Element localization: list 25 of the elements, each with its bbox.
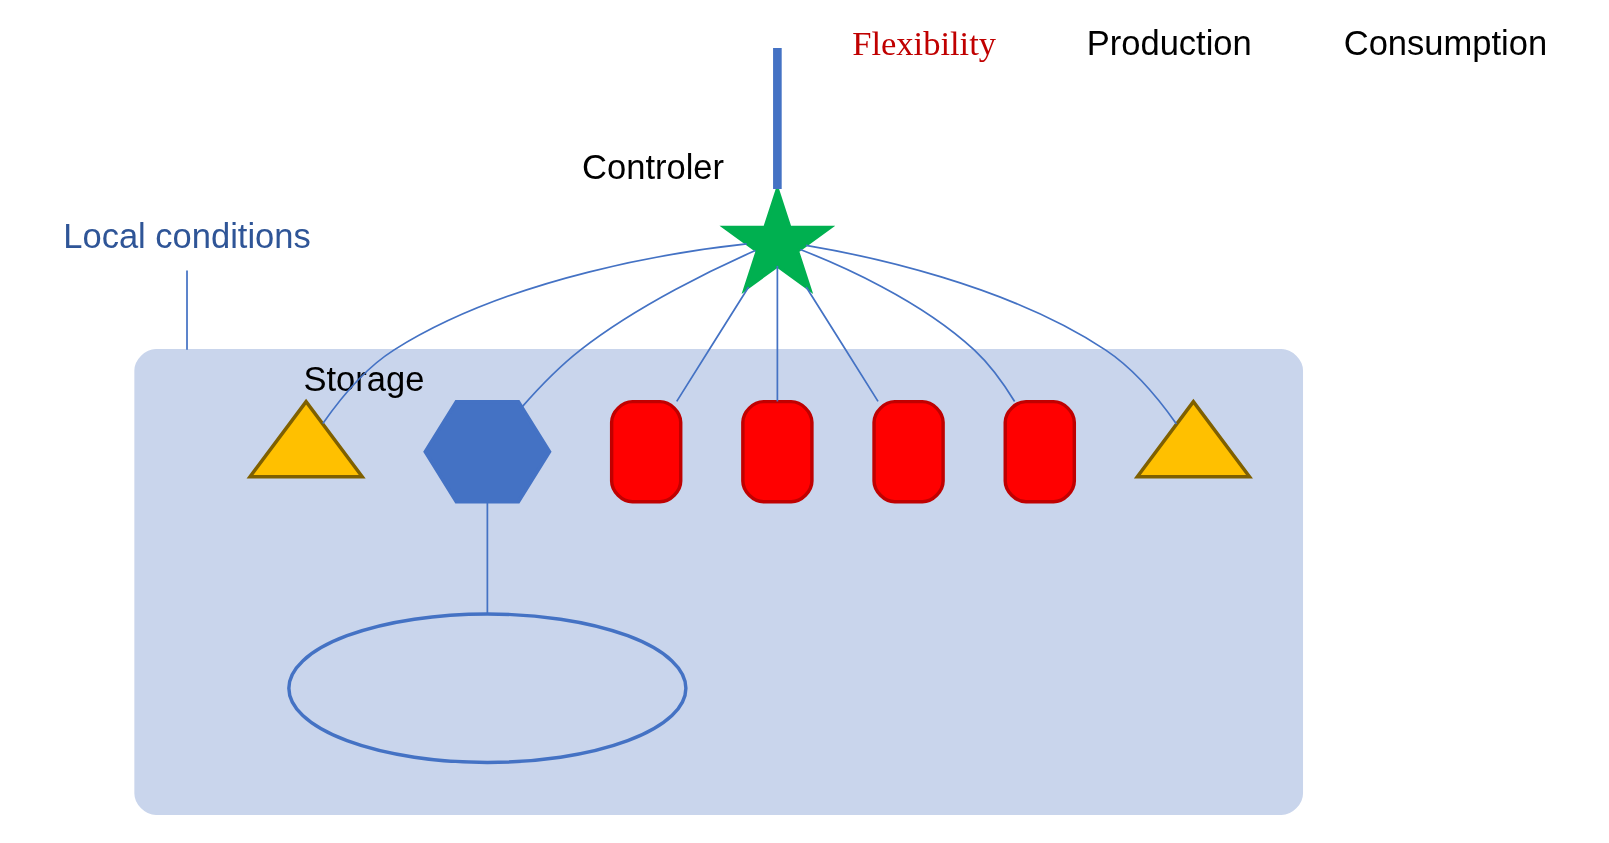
label: Flexibility (851, 23, 996, 62)
connector (798, 248, 1015, 403)
label: Production (1086, 23, 1252, 62)
connector (804, 286, 879, 403)
connector (772, 47, 782, 190)
connector (520, 249, 756, 408)
cluster (133, 349, 1303, 816)
node-hexagon (422, 399, 552, 504)
connector (804, 244, 1177, 425)
node-box (740, 399, 814, 504)
node-ellipse (286, 612, 688, 765)
node-label: Controler (581, 147, 724, 186)
connector (486, 501, 488, 615)
node-triangle (1133, 398, 1253, 479)
node-box (609, 399, 682, 504)
connector (185, 269, 188, 351)
node-label: Storage (303, 360, 424, 399)
label: Consumption (1343, 23, 1547, 62)
node-triangle (246, 398, 366, 479)
connector (675, 286, 749, 403)
node-text: Local conditions (62, 217, 311, 256)
node-box (1003, 399, 1076, 504)
node-box (871, 399, 945, 504)
connector (776, 265, 778, 403)
connector (321, 243, 748, 425)
